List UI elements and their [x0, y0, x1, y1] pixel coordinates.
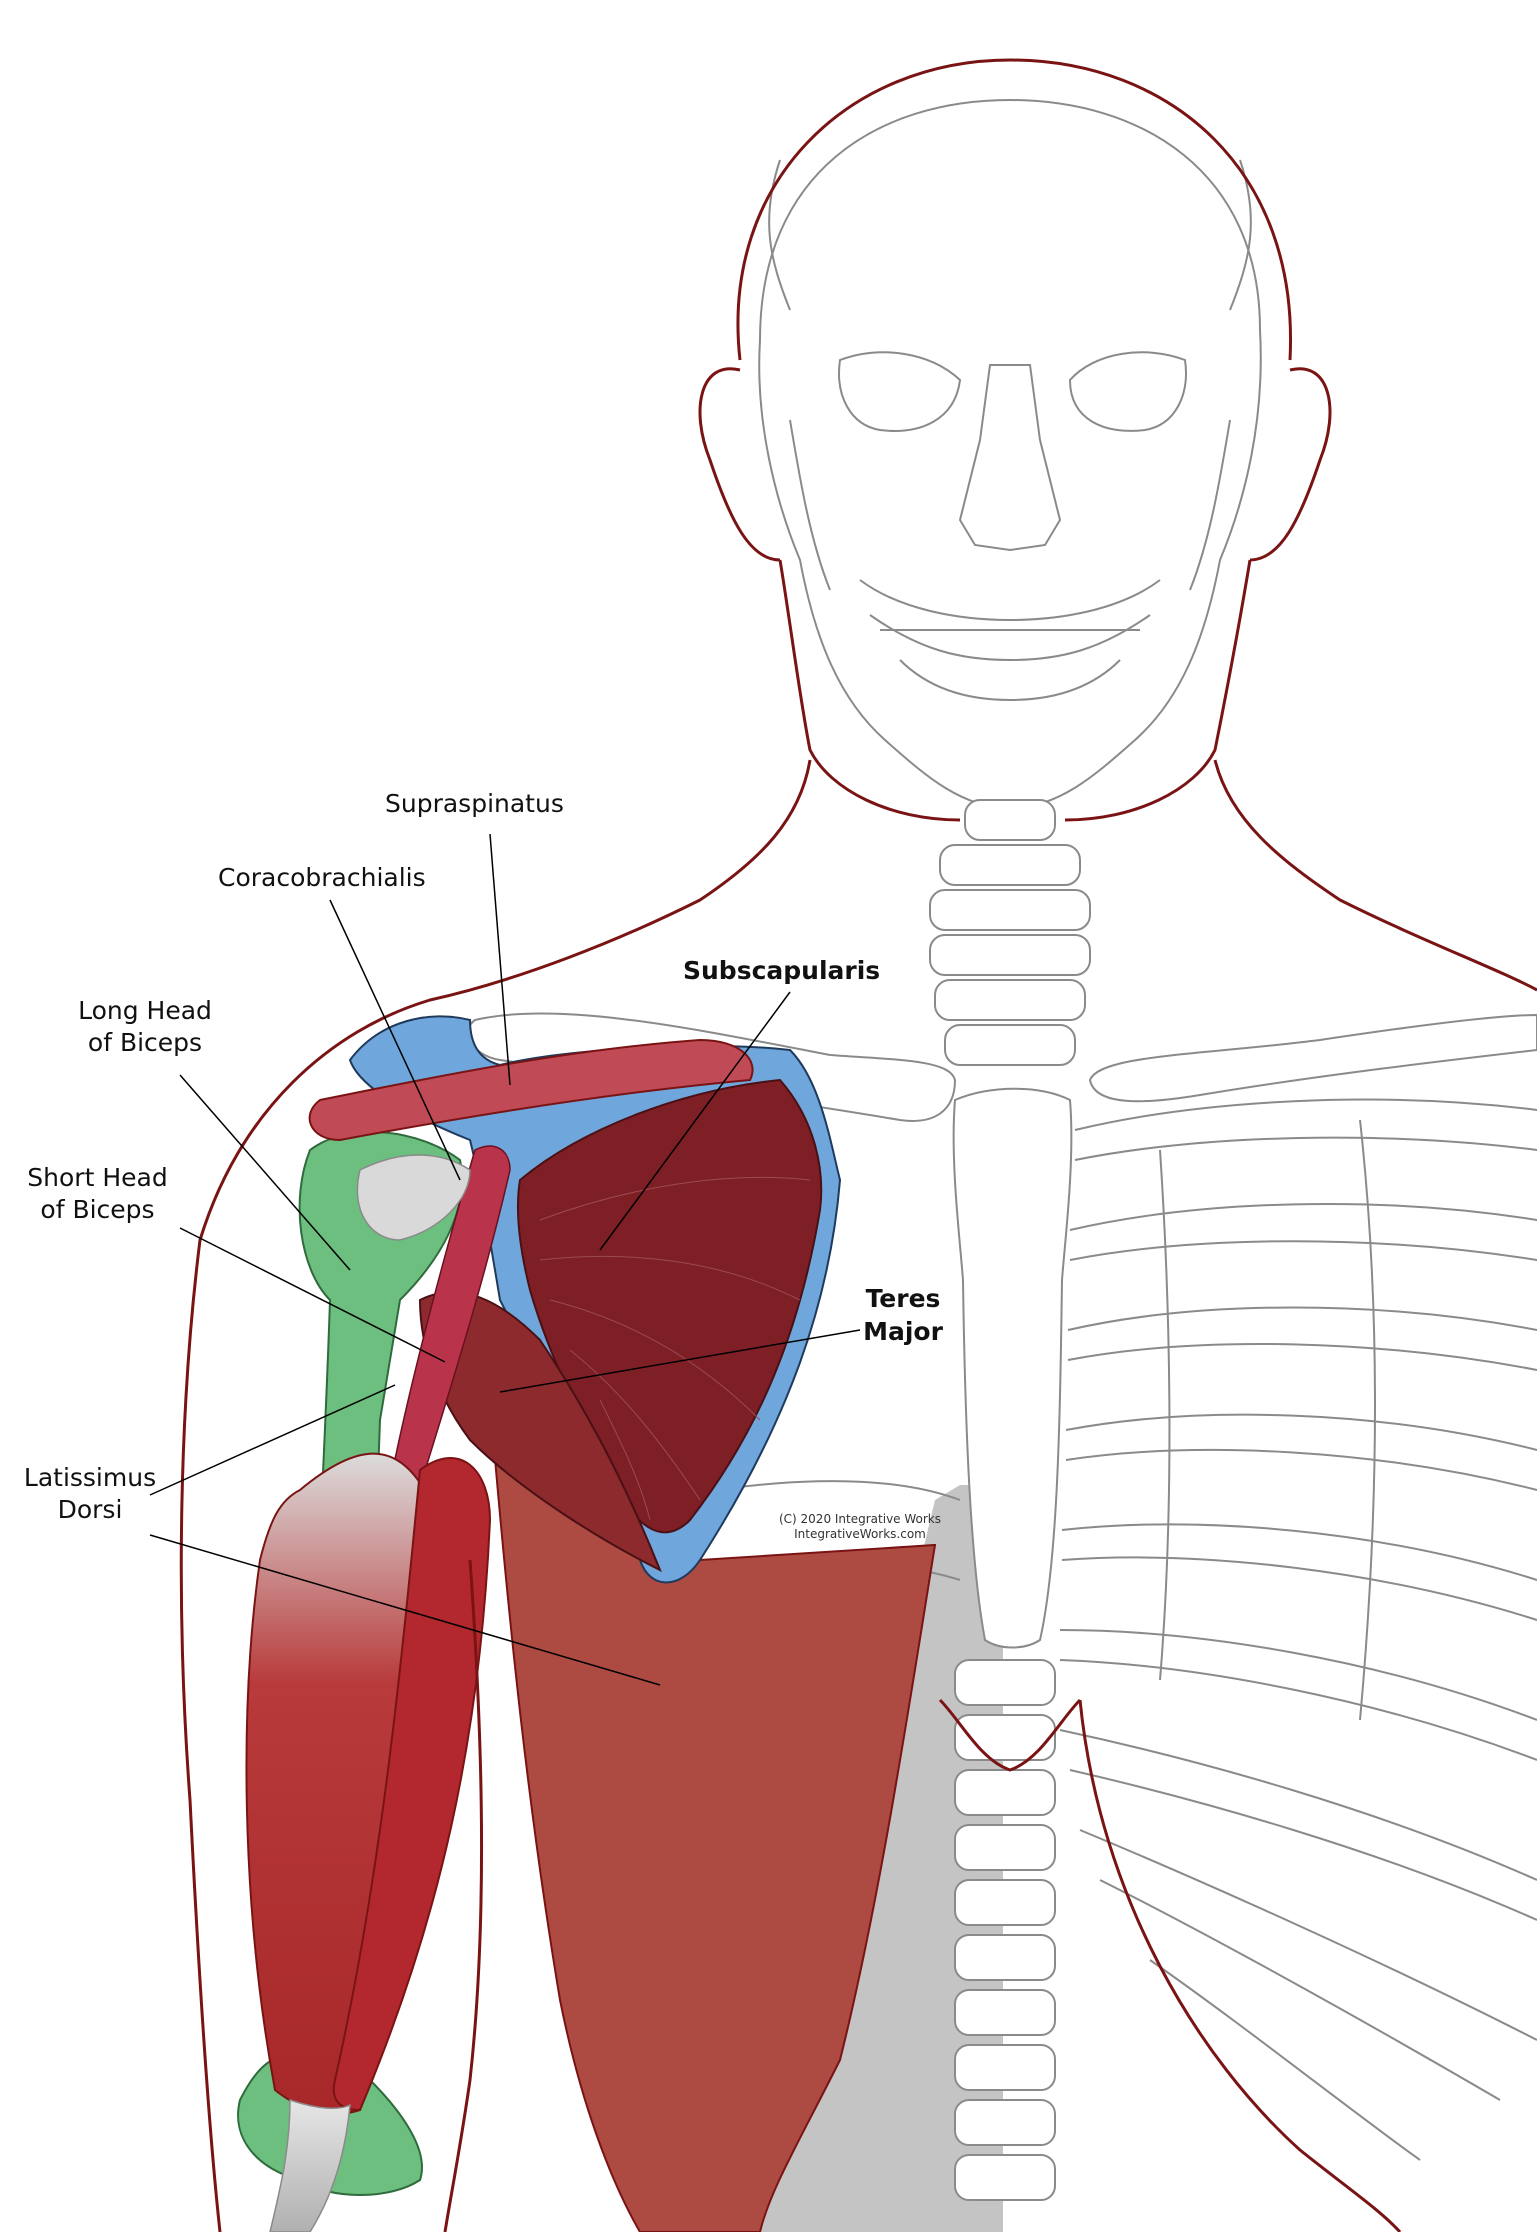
- long-head-tendon: [356, 1154, 471, 1241]
- label-coracobrachialis: Coracobrachialis: [218, 863, 426, 892]
- label-teres-major-line1: Teres: [865, 1284, 941, 1313]
- label-latissimus-line2: Dorsi: [57, 1495, 123, 1524]
- label-long-head-line1: Long Head: [78, 996, 212, 1025]
- subscapularis: [517, 1078, 823, 1534]
- biceps-short-head: [332, 1457, 492, 2112]
- label-subscapularis: Subscapularis: [683, 956, 881, 985]
- supraspinatus: [308, 1038, 754, 1142]
- body-outline: [179, 58, 1537, 2232]
- label-teres-major-line2: Major: [863, 1317, 943, 1346]
- copyright-line2: IntegrativeWorks.com: [794, 1527, 926, 1541]
- ribcage: [659, 1098, 1537, 2161]
- label-short-head-line1: Short Head: [27, 1163, 168, 1192]
- cervical-spine: [929, 799, 1091, 1066]
- label-supraspinatus: Supraspinatus: [385, 789, 564, 818]
- label-latissimus-line1: Latissimus: [23, 1463, 157, 1492]
- biceps-tendon: [269, 2098, 351, 2232]
- copyright-notice: (C) 2020 Integrative Works IntegrativeWo…: [770, 1512, 950, 1542]
- skull: [758, 98, 1262, 812]
- label-leader-lines: [149, 833, 861, 1686]
- copyright-line1: (C) 2020 Integrative Works: [778, 1512, 942, 1526]
- label-short-head-line2: of Biceps: [40, 1195, 155, 1224]
- label-long-head-line2: of Biceps: [87, 1028, 203, 1057]
- lumbar-spine: [954, 1659, 1056, 2201]
- sternum: [952, 1087, 1073, 1649]
- subscapularis-fibers: [539, 1176, 811, 1521]
- teres-major: [418, 1291, 662, 1573]
